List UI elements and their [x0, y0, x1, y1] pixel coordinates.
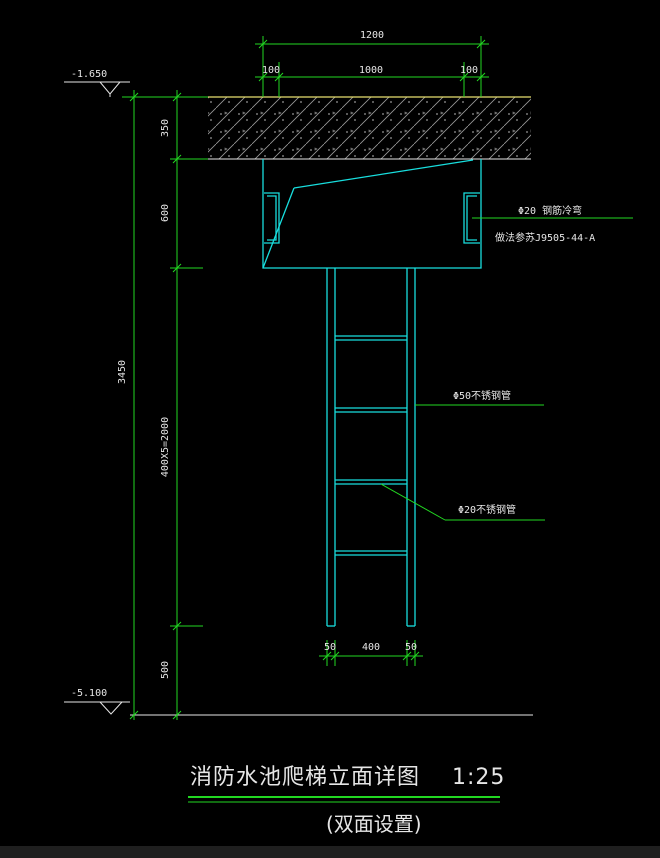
- dim-total-height: 3450: [117, 360, 128, 384]
- anchor-annotation: Φ20 钢筋冷弯 做法参苏J9505-44-A: [472, 204, 633, 244]
- ladder-right-rail: [406, 268, 416, 627]
- drawing-subtitle: (双面设置): [326, 812, 422, 836]
- status-strip: [0, 846, 660, 858]
- ladder-rung: [335, 335, 407, 341]
- ladder: [326, 268, 416, 627]
- dim-top-left: 100: [262, 65, 280, 76]
- title-block: 消防水池爬梯立面详图 1:25 (双面设置): [188, 765, 505, 836]
- left-dimension-chain: 3450 350 600 400X5=2000 500: [117, 90, 208, 720]
- anchor-block: [262, 159, 482, 269]
- dim-bottom-gap: 500: [160, 661, 171, 679]
- rail-annotation: Φ50不锈钢管: [415, 389, 544, 406]
- concrete-slab: [208, 96, 531, 160]
- elevation-bottom-label: -5.100: [71, 688, 107, 699]
- top-dimension-chain: 1200 100 1000 100: [255, 30, 489, 97]
- drawing-title: 消防水池爬梯立面详图: [190, 765, 420, 790]
- ladder-rung: [335, 479, 407, 485]
- dim-rung-spacing: 400X5=2000: [160, 417, 171, 477]
- anchor-annotation-line2: 做法参苏J9505-44-A: [495, 231, 595, 244]
- bottom-dimension-chain: 50 400 50: [319, 640, 423, 666]
- ladder-rung: [335, 407, 407, 413]
- elevation-marker-top: -1.650: [64, 69, 130, 97]
- dim-top-middle: 1000: [359, 65, 383, 76]
- dim-top-right: 100: [460, 65, 478, 76]
- dim-slab-thickness: 350: [160, 119, 171, 137]
- rail-annotation-label: Φ50不锈钢管: [453, 389, 511, 402]
- dim-bottom-middle: 400: [362, 642, 380, 653]
- dim-beam-height: 600: [160, 204, 171, 222]
- elevation-top-label: -1.650: [71, 69, 107, 80]
- ladder-rung: [335, 550, 407, 556]
- drawing-scale: 1:25: [452, 765, 505, 790]
- rung-annotation: Φ20不锈钢管: [380, 483, 545, 521]
- rung-annotation-label: Φ20不锈钢管: [458, 503, 516, 516]
- elevation-marker-bottom: -5.100: [64, 688, 130, 715]
- dim-bottom-left: 50: [324, 642, 336, 653]
- anchor-annotation-line1: Φ20 钢筋冷弯: [518, 204, 582, 217]
- dim-top-total: 1200: [360, 30, 384, 41]
- dim-bottom-right: 50: [405, 642, 417, 653]
- ladder-left-rail: [326, 268, 336, 627]
